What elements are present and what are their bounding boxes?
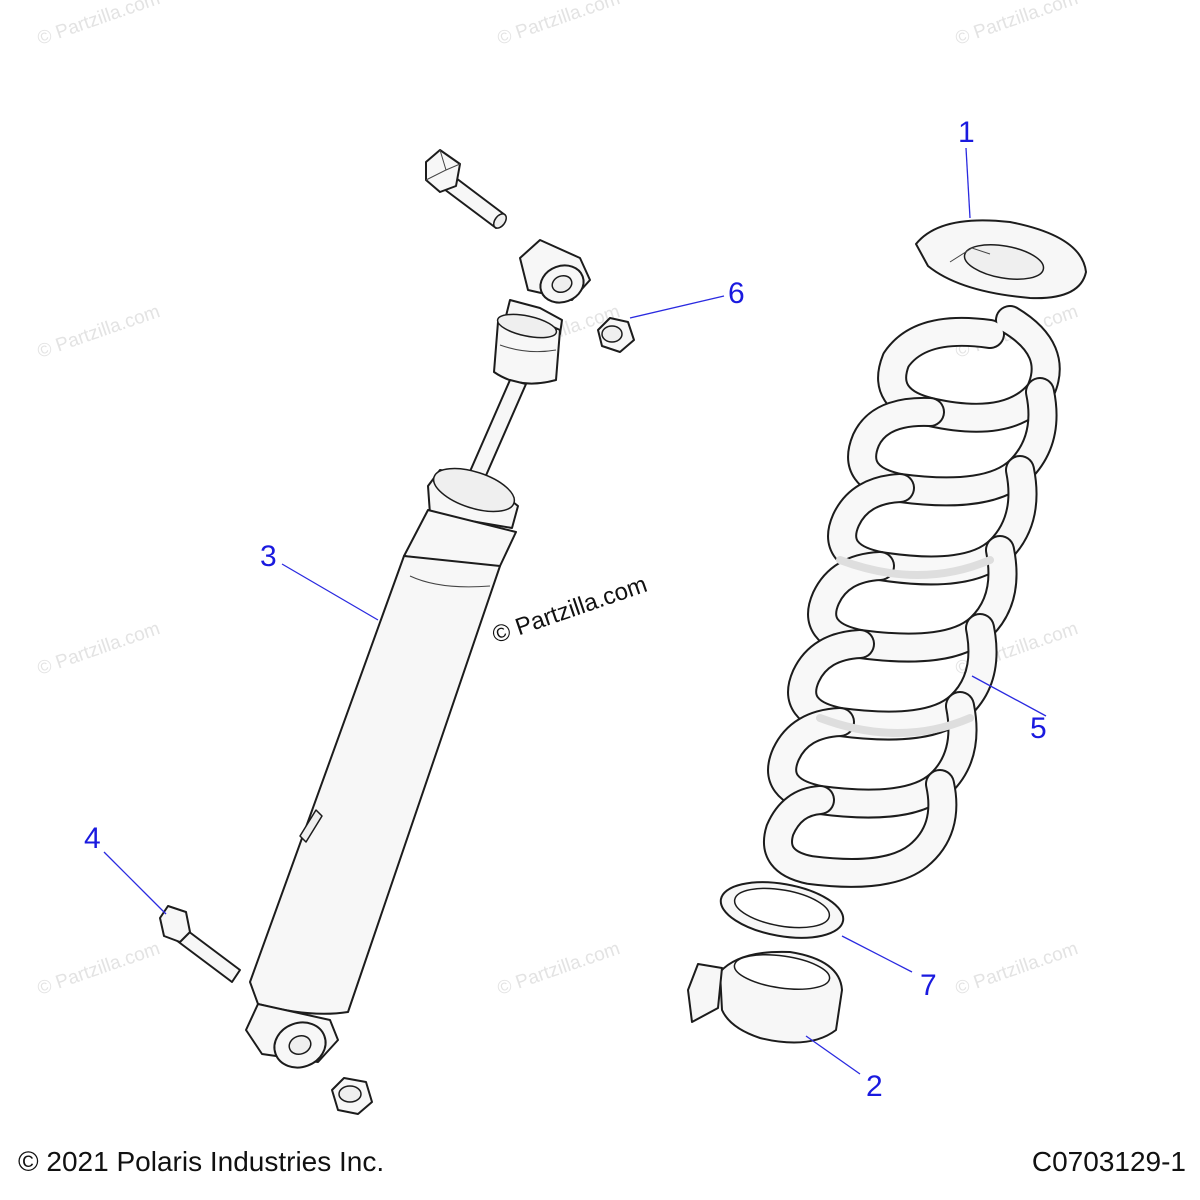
callout-3: 3 — [260, 540, 379, 621]
watermark-text: © Partzilla.com — [35, 0, 163, 50]
leader-line — [805, 1035, 861, 1075]
shock-absorber-body — [245, 467, 519, 1069]
callout-2: 2 — [805, 1035, 883, 1103]
callout-number: 7 — [920, 969, 937, 1002]
callout-number: 6 — [728, 277, 745, 310]
watermark-text: © Partzilla.com — [35, 301, 163, 363]
upper-spring-retainer — [915, 219, 1087, 300]
watermark-text: © Partzilla.com — [35, 938, 163, 1000]
callout-number: 2 — [866, 1070, 883, 1103]
leader-line — [841, 935, 913, 973]
lower-lock-nut — [331, 1077, 373, 1115]
lower-mounting-bolt — [159, 905, 241, 983]
leader-line — [103, 851, 167, 915]
watermark-text: © Partzilla.com — [495, 0, 623, 50]
spring-spacer-washer — [719, 881, 845, 939]
leader-line — [965, 147, 971, 219]
copyright-footer: © 2021 Polaris Industries Inc. — [18, 1146, 385, 1177]
callout-6: 6 — [629, 277, 745, 319]
leader-line — [629, 295, 725, 319]
lower-spring-seat — [687, 950, 843, 1044]
upper-lock-nut — [597, 317, 635, 353]
callout-7: 7 — [841, 935, 937, 1002]
watermark-text: © Partzilla.com — [35, 618, 163, 680]
callout-1: 1 — [958, 116, 975, 219]
shock-bump-stop — [493, 313, 561, 385]
callout-4: 4 — [84, 822, 167, 915]
callout-number: 4 — [84, 822, 101, 855]
shock-shaft — [467, 379, 527, 481]
leader-line — [281, 563, 379, 621]
callout-number: 5 — [1030, 712, 1047, 745]
watermark-text: © Partzilla.com — [953, 938, 1081, 1000]
watermark-text: © Partzilla.com — [953, 0, 1081, 50]
coil-spring — [763, 305, 1061, 888]
callout-5: 5 — [971, 675, 1047, 745]
callout-number: 3 — [260, 540, 277, 573]
upper-mounting-bolt — [425, 149, 508, 229]
diagram-code: C0703129-1 — [1031, 1146, 1186, 1177]
leader-line — [971, 675, 1047, 717]
watermark-text: © Partzilla.com — [495, 938, 623, 1000]
callout-number: 1 — [958, 116, 975, 149]
